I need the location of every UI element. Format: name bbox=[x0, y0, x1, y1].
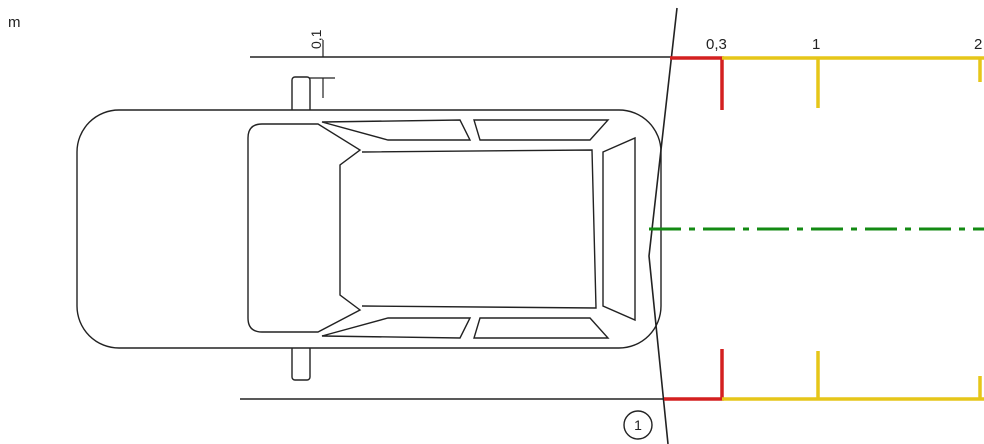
clearance-label: 0,1 bbox=[308, 29, 324, 49]
rear-window bbox=[602, 136, 636, 322]
mirror-clearance-dimension bbox=[309, 40, 335, 98]
window-upper-rear bbox=[473, 119, 610, 141]
window-lower-front bbox=[321, 317, 472, 339]
car-cabin bbox=[247, 123, 362, 333]
callout-circle bbox=[623, 410, 653, 440]
distance-label-0-3: 0,3 bbox=[706, 36, 727, 53]
bumper-sensor-line bbox=[648, 7, 678, 444]
car-top-view bbox=[76, 76, 662, 381]
near-zone-top bbox=[670, 56, 724, 110]
window-lower-rear bbox=[473, 317, 610, 339]
left-mirror bbox=[291, 76, 311, 114]
roof-panel bbox=[361, 149, 597, 309]
right-mirror bbox=[291, 345, 311, 381]
width-reference-lines bbox=[240, 56, 672, 400]
window-upper-front bbox=[321, 119, 472, 141]
callout-label: 1 bbox=[634, 417, 642, 433]
distance-label-1: 1 bbox=[812, 36, 820, 53]
distance-zones-bottom bbox=[664, 349, 984, 401]
near-zone-bottom bbox=[664, 349, 724, 401]
unit-label: m bbox=[8, 14, 21, 31]
distance-label-2: 2 bbox=[974, 36, 982, 53]
car-body bbox=[76, 109, 662, 349]
distance-zones-top bbox=[670, 56, 984, 110]
